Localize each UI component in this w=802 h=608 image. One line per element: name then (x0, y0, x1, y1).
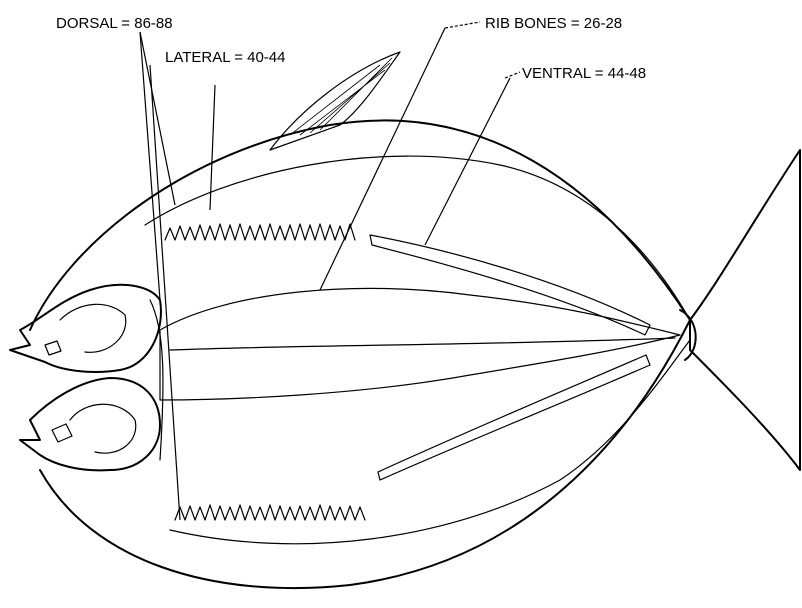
lateral-label: LATERAL = 40-44 (165, 49, 285, 66)
lower-fin-band (378, 355, 650, 480)
ventral-leader-dash (505, 72, 520, 78)
upper-fin-band (370, 235, 650, 335)
tail-fin (690, 150, 800, 470)
rib-bones-leader-dash (445, 22, 480, 28)
ventral-spines (175, 505, 365, 520)
ventral-label: VENTRAL = 44-48 (522, 65, 646, 82)
ventral-leader (425, 78, 510, 245)
backbone (170, 338, 675, 350)
dorsal-label: DORSAL = 86-88 (56, 15, 173, 32)
dorsal-spines (165, 224, 355, 240)
lower-head (20, 378, 160, 470)
rib-bones-label: RIB BONES = 26-28 (485, 15, 622, 32)
dorsal-fin (270, 52, 400, 150)
dorsal-leader-3 (150, 65, 180, 520)
upper-head (10, 285, 161, 372)
inner-dorsal-contour (145, 156, 690, 320)
